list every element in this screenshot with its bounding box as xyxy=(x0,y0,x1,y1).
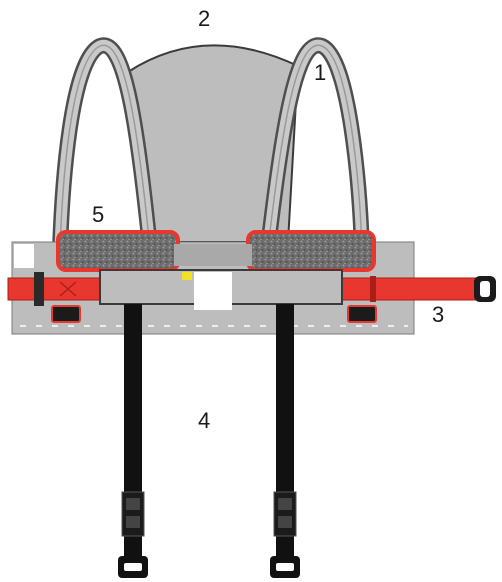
seat-panel-left-notch xyxy=(14,244,34,268)
left-side-buckle xyxy=(51,305,81,323)
left-padded-grip xyxy=(56,230,180,272)
right-padded-grip xyxy=(246,230,376,272)
buckle-icon xyxy=(118,556,148,578)
left-leg-strap xyxy=(121,304,145,566)
right-carry-loop xyxy=(260,37,370,258)
clip-icon xyxy=(474,276,496,302)
callout-2: 2 xyxy=(198,6,211,31)
callout-1: 1 xyxy=(314,60,327,85)
center-label-patch xyxy=(194,272,232,310)
right-side-buckle xyxy=(347,305,377,323)
right-leg-strap xyxy=(273,304,297,566)
callout-5: 5 xyxy=(92,202,105,227)
left-carry-loop xyxy=(52,37,158,258)
waist-strap xyxy=(7,272,477,306)
callout-4: 4 xyxy=(198,408,211,433)
yellow-marker xyxy=(182,272,192,280)
center-connector xyxy=(174,244,252,266)
callout-3: 3 xyxy=(432,302,445,327)
buckle-icon xyxy=(270,556,300,578)
